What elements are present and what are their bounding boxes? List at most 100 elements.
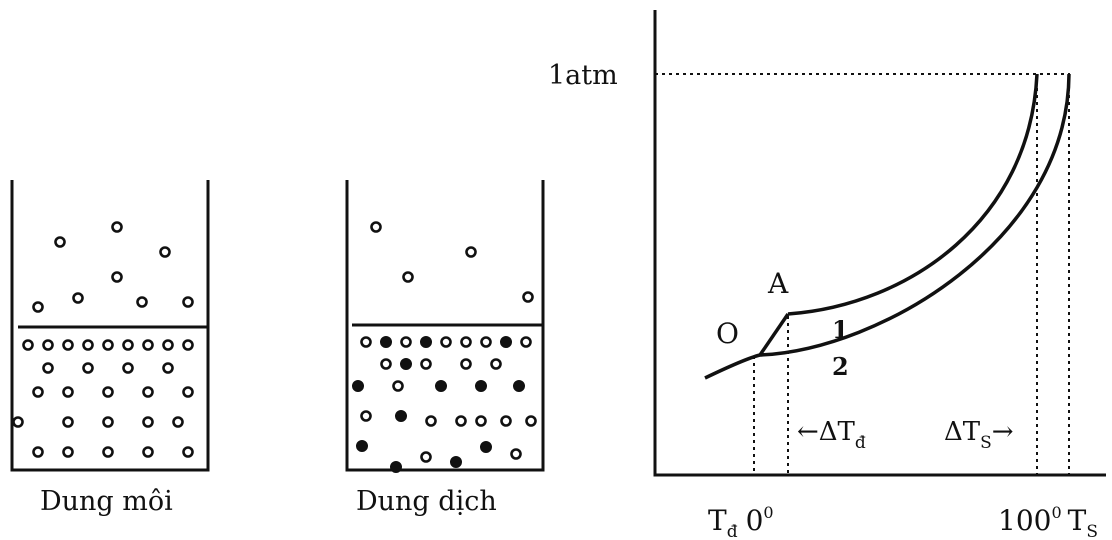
delta-ts-label: ΔTS→ — [944, 417, 1014, 453]
solution-solvent-particle — [402, 338, 411, 347]
solution-solvent-particle — [422, 453, 431, 462]
solvent-caption: Dung môi — [40, 486, 173, 517]
delta-td-subscript: đ — [855, 433, 866, 453]
solution-vapor-particle — [524, 293, 533, 302]
solvent-vapor-particle — [161, 248, 170, 257]
solution-solvent-particle — [422, 360, 431, 369]
solution-caption: Dung dịch — [356, 486, 497, 517]
solvent-vapor-particle — [113, 273, 122, 282]
solvent-liquid-particle — [84, 364, 93, 373]
solvent-liquid-particle — [144, 388, 153, 397]
solvent-vapor-particle — [113, 223, 122, 232]
solvent-liquid-particle — [24, 341, 33, 350]
solvent-beaker — [12, 180, 208, 470]
solvent-vapor-particle — [74, 294, 83, 303]
solvent-liquid-particle — [124, 341, 133, 350]
solute-particle — [421, 337, 432, 348]
delta-ts-arrow: → — [992, 417, 1014, 447]
solute-particle — [401, 359, 412, 370]
solution-solvent-particle — [442, 338, 451, 347]
solvent-liquid-particle — [64, 388, 73, 397]
curve-2-label: 2 — [832, 352, 849, 381]
x-td-letter: T — [708, 504, 727, 537]
solute-particle — [396, 411, 407, 422]
solvent-vapor-particle — [56, 238, 65, 247]
solution-solvent-particle — [502, 417, 511, 426]
solvent-liquid-particle — [34, 388, 43, 397]
solute-particle — [514, 381, 525, 392]
delta-ts-text: ΔT — [944, 417, 981, 447]
solvent-liquid-particle — [144, 418, 153, 427]
solution-vapor-particle — [404, 273, 413, 282]
solute-particle — [357, 441, 368, 452]
solvent-liquid-particle — [104, 448, 113, 457]
delta-td-text: ←ΔT — [797, 417, 856, 447]
solution-vapor-particle — [372, 223, 381, 232]
solution-solvent-particle — [527, 417, 536, 426]
solid-solvent-curve — [760, 314, 788, 355]
solute-particle — [451, 457, 462, 468]
solvent-liquid-particle — [44, 341, 53, 350]
pressure-label: 1atm — [548, 60, 618, 91]
solution-solvent-particle — [477, 417, 486, 426]
solvent-liquid-particle — [84, 341, 93, 350]
solution-solvent-particle — [457, 417, 466, 426]
solution-solvent-particle — [512, 450, 521, 459]
solution-solvent-particle — [462, 360, 471, 369]
solution-vapor-particle — [467, 248, 476, 257]
solution-solvent-particle — [362, 412, 371, 421]
solution-solvent-particle — [492, 360, 501, 369]
solvent-liquid-particle — [64, 341, 73, 350]
point-a-label: A — [767, 267, 789, 300]
solvent-liquid-particle — [104, 418, 113, 427]
solvent-liquid-particle — [174, 418, 183, 427]
solution-solvent-particle — [522, 338, 531, 347]
x-hundred-degree: 0 — [1051, 503, 1061, 522]
x-ts-letter: T — [1068, 504, 1087, 537]
solution-solvent-particle — [382, 360, 391, 369]
solution-solvent-particle — [427, 417, 436, 426]
x-td-subscript: đ — [727, 522, 738, 540]
curve-1-solvent — [788, 74, 1037, 314]
solvent-liquid-particle — [184, 341, 193, 350]
x-zero-degree: 0 — [763, 503, 773, 522]
x-zero-value: 0 — [746, 504, 764, 537]
solvent-liquid-particle — [64, 448, 73, 457]
solvent-liquid-particle — [34, 448, 43, 457]
solvent-liquid-particle — [44, 364, 53, 373]
solution-solvent-particle — [362, 338, 371, 347]
x-ts-subscript: S — [1086, 522, 1098, 540]
solute-particle — [481, 442, 492, 453]
solvent-liquid-particle — [64, 418, 73, 427]
solute-particle — [436, 381, 447, 392]
solid-solution-curve — [705, 355, 760, 378]
x-hundred-value: 100 — [998, 504, 1051, 537]
solvent-liquid-particle — [14, 418, 23, 427]
solvent-liquid-particle — [184, 448, 193, 457]
solvent-liquid-particle — [104, 388, 113, 397]
solvent-particles — [14, 223, 193, 457]
delta-td-label: ←ΔTđ — [797, 417, 866, 453]
solute-particle — [501, 337, 512, 348]
solute-particle — [476, 381, 487, 392]
solution-particles — [353, 223, 536, 473]
solvent-liquid-particle — [144, 448, 153, 457]
solute-particle — [353, 381, 364, 392]
curve-1-label: 1 — [832, 315, 849, 344]
solvent-liquid-particle — [184, 388, 193, 397]
solvent-liquid-particle — [124, 364, 133, 373]
solvent-vapor-particle — [138, 298, 147, 307]
delta-ts-subscript: S — [980, 433, 992, 453]
solvent-liquid-particle — [164, 364, 173, 373]
solvent-liquid-particle — [164, 341, 173, 350]
solvent-vapor-particle — [34, 303, 43, 312]
solution-solvent-particle — [394, 382, 403, 391]
solution-beaker — [347, 180, 543, 473]
solution-solvent-particle — [482, 338, 491, 347]
solute-particle — [391, 462, 402, 473]
solute-particle — [381, 337, 392, 348]
